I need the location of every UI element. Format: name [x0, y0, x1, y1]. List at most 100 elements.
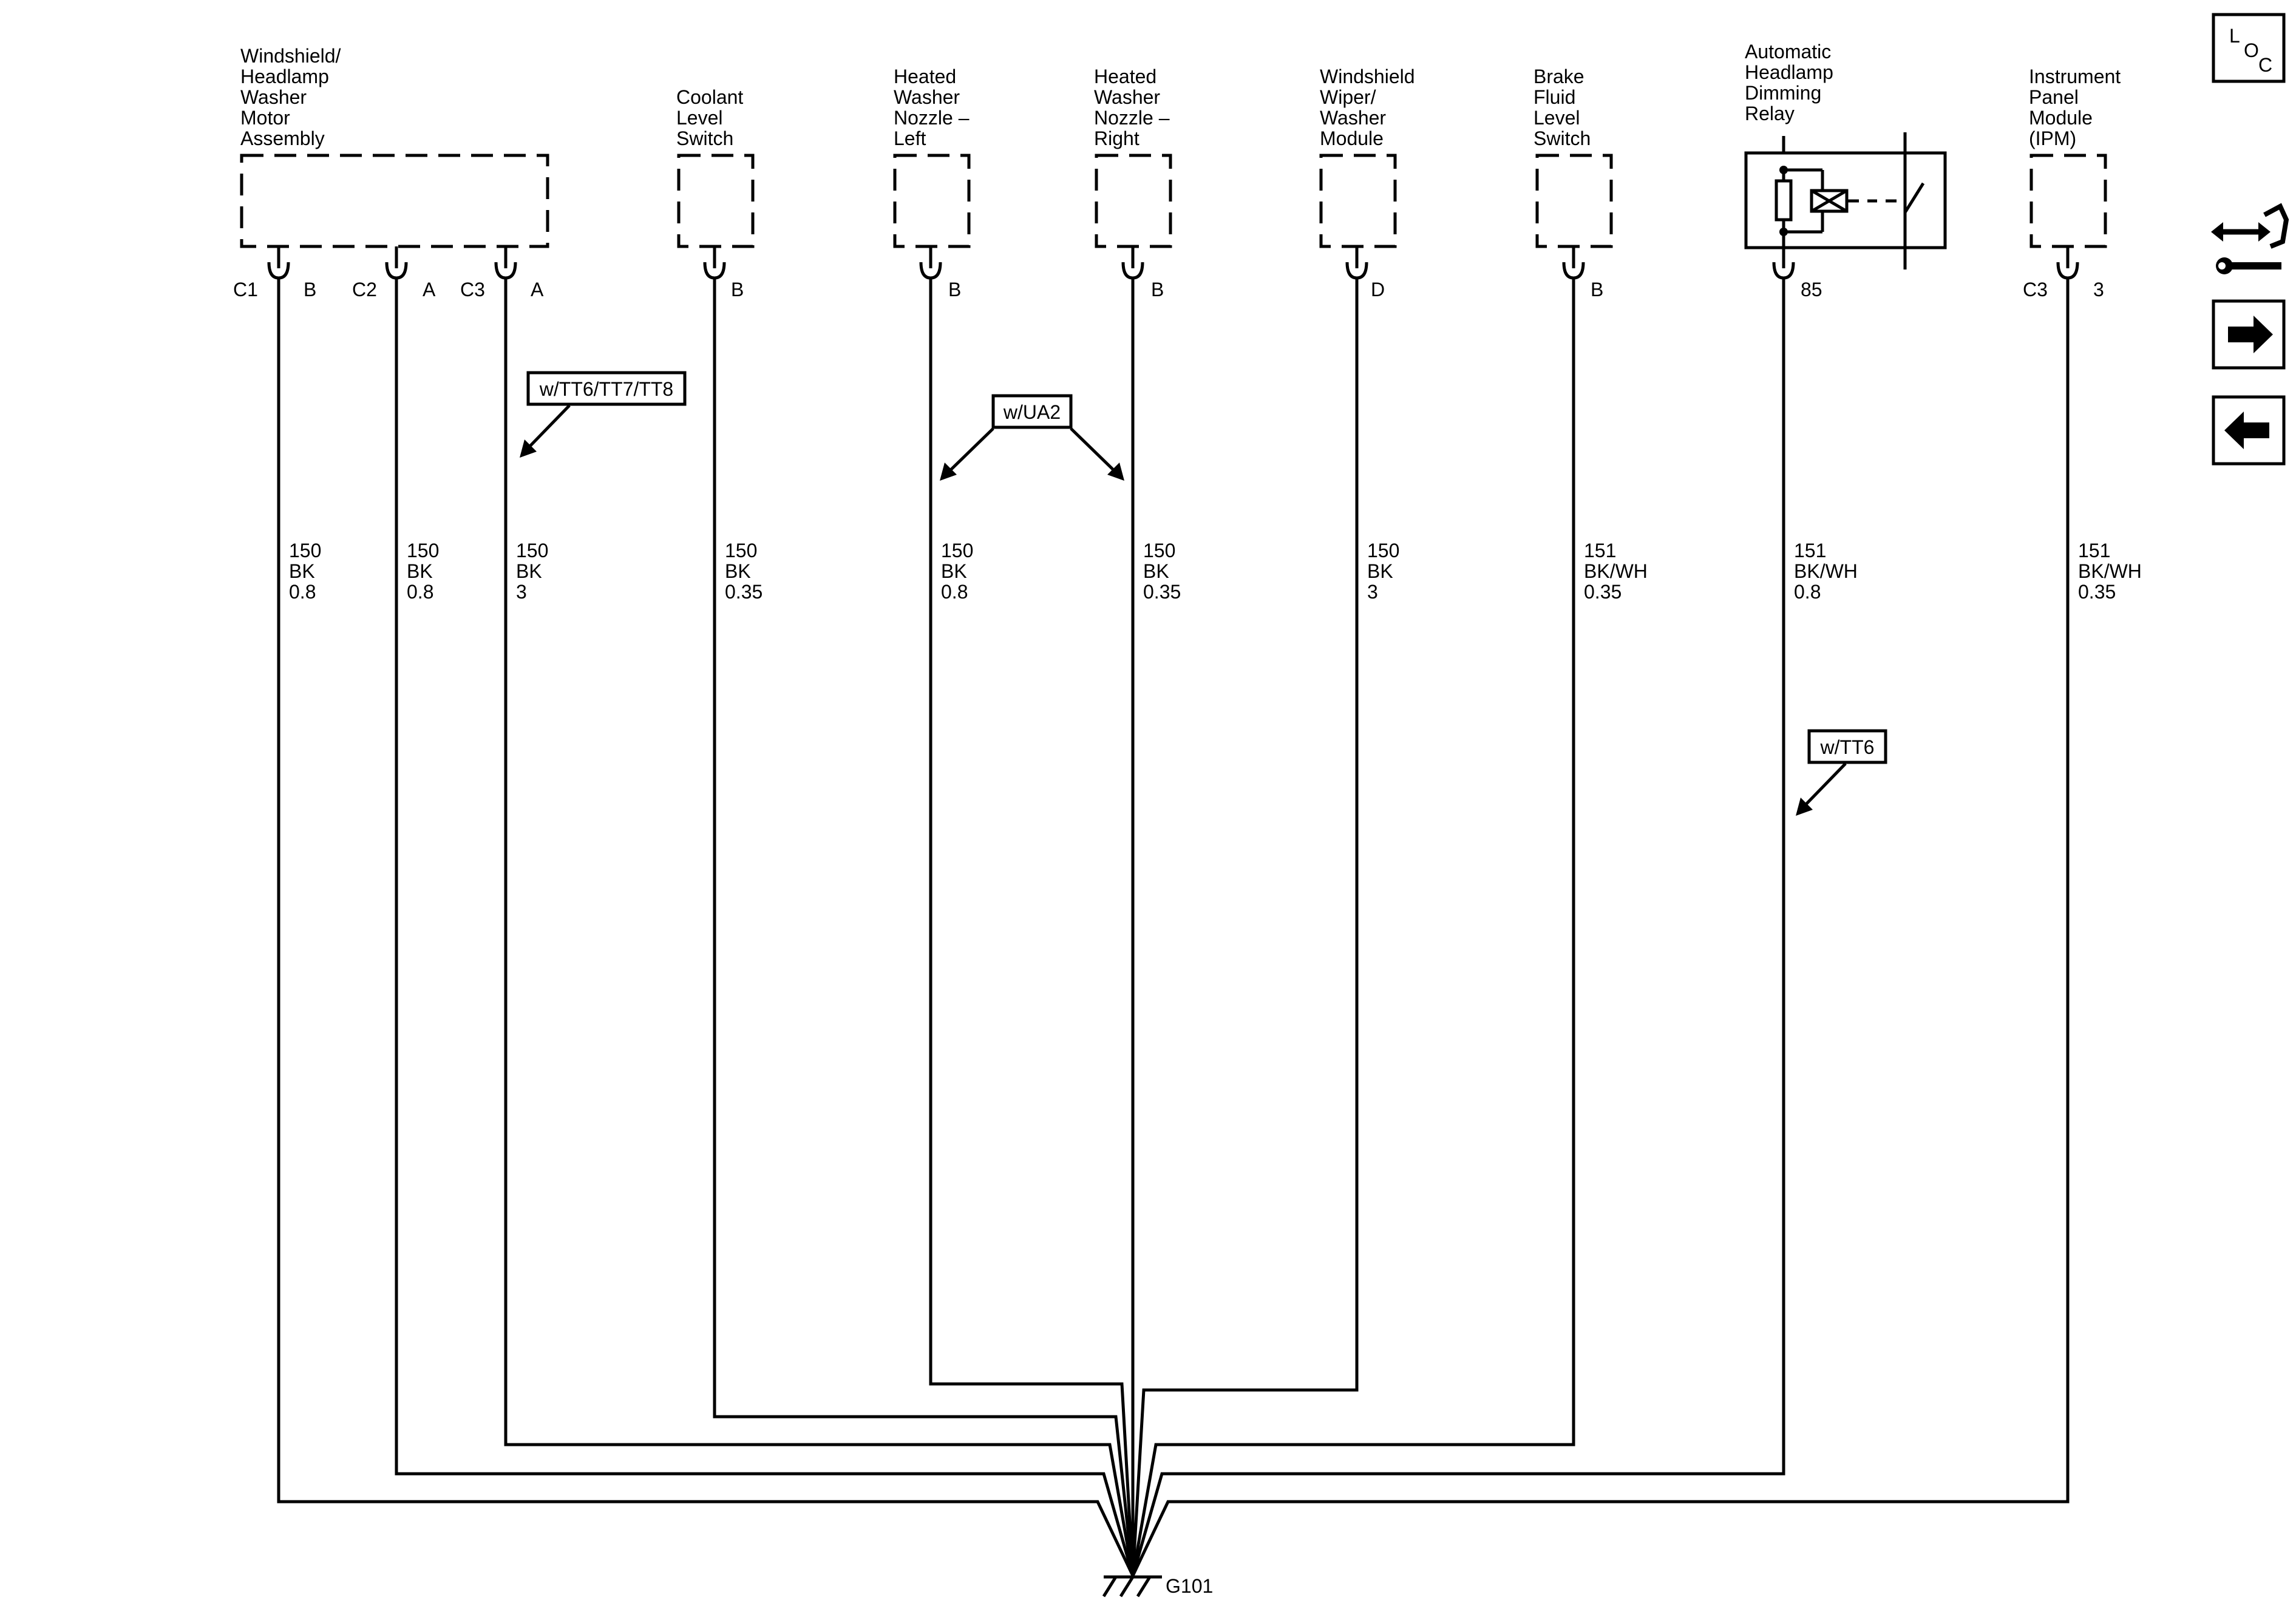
component-label-dimming-relay-line2: Headlamp — [1745, 61, 1833, 83]
component-label-washer-motor-line1: Windshield/ — [240, 45, 341, 67]
arrow-left-button[interactable] — [2212, 395, 2286, 466]
wire-label-10-circuit: 151 — [2078, 540, 2110, 561]
loc-letter-o: O — [2244, 39, 2259, 61]
ground-g101: G101 — [1102, 1575, 1213, 1598]
wire-wiper-module — [1131, 278, 1359, 1576]
component-label-dimming-relay-line1: Automatic — [1745, 41, 1831, 63]
component-label-wiper-module-line3: Washer — [1320, 107, 1386, 129]
wire-coolant — [713, 278, 1135, 1576]
arrow-right-button[interactable] — [2212, 299, 2286, 370]
pin-label-wiper-d: D — [1371, 279, 1385, 300]
option-label-tt6-tt7-tt8: w/TT6/TT7/TT8 — [539, 378, 673, 400]
arrow-left-icon — [2224, 412, 2269, 449]
wire-washer-c1 — [277, 278, 1135, 1577]
component-label-washer-motor-line2: Headlamp — [240, 66, 329, 87]
terminal-ipm-c3-3 — [2056, 246, 2079, 280]
ipm-box — [2029, 154, 2107, 248]
connector-label-c2: C2 — [352, 279, 377, 300]
component-label-washer-motor-line3: Washer — [240, 86, 307, 108]
pin-label-c1-b: B — [304, 279, 316, 300]
wire-label-10-color: BK/WH — [2078, 560, 2142, 582]
connector-label-ipm-c3: C3 — [2023, 279, 2048, 300]
pin-label-relay-85: 85 — [1801, 279, 1822, 300]
pin-labels: C1 B C2 A C3 A B B B D B 85 C3 3 — [233, 279, 2104, 300]
connector-wrench-icon[interactable] — [2211, 203, 2289, 274]
wire-label-7-circuit: 150 — [1367, 540, 1399, 561]
component-label-coolant-switch-line1: Coolant — [676, 86, 743, 108]
component-label-brake-switch-line4: Switch — [1533, 127, 1591, 149]
ground-hatch-icon — [1102, 1576, 1118, 1598]
wire-label-5-circuit: 150 — [941, 540, 973, 561]
terminal-nozzle-left-b — [919, 246, 942, 280]
component-label-nozzle-right-line2: Washer — [1094, 86, 1160, 108]
component-label-nozzle-right-line3: Nozzle – — [1094, 107, 1170, 129]
option-label-tt6: w/TT6 — [1820, 736, 1875, 758]
wire-washer-c2 — [395, 278, 1135, 1576]
connector-label-c1: C1 — [233, 279, 258, 300]
component-label-wiper-module-line4: Module — [1320, 127, 1384, 149]
terminal-coolant-b — [703, 246, 726, 280]
arrowhead-icon — [520, 439, 537, 458]
nozzle-left-box — [893, 154, 971, 248]
component-labels: Windshield/ Headlamp Washer Motor Assemb… — [240, 41, 2121, 149]
ground-label: G101 — [1166, 1575, 1213, 1597]
pin-label-c2-a: A — [423, 279, 436, 300]
relay-resistor-icon — [1775, 179, 1793, 222]
wire-label-6-color: BK — [1143, 560, 1169, 582]
wire-label-10-gauge: 0.35 — [2078, 581, 2116, 603]
component-label-washer-motor-line4: Motor — [240, 107, 290, 129]
component-label-ipm-line3: Module — [2029, 107, 2093, 129]
component-label-wiper-module-line2: Wiper/ — [1320, 86, 1376, 108]
component-label-coolant-switch-line2: Level — [676, 107, 723, 129]
nav-buttons: L O C — [2211, 13, 2289, 466]
wire-label-2-gauge: 0.8 — [407, 581, 433, 603]
dimming-relay-symbol — [1744, 132, 1947, 270]
wire-nozzle-left — [929, 278, 1135, 1576]
component-label-coolant-switch-line3: Switch — [676, 127, 733, 149]
terminal-c2-a — [385, 246, 408, 280]
pin-label-brake-b: B — [1591, 279, 1603, 300]
wires — [277, 278, 2070, 1577]
wire-label-3-gauge: 3 — [516, 581, 527, 603]
loc-letter-l: L — [2229, 25, 2240, 47]
wire-label-8-color: BK/WH — [1584, 560, 1648, 582]
connector-terminals — [267, 246, 2079, 280]
component-label-nozzle-left-line4: Left — [894, 127, 926, 149]
wire-label-2-circuit: 150 — [407, 540, 439, 561]
component-label-wiper-module-line1: Windshield — [1320, 66, 1415, 87]
pin-label-nozzle-left-b: B — [948, 279, 961, 300]
wire-label-6-gauge: 0.35 — [1143, 581, 1181, 603]
brake-switch-box — [1535, 154, 1613, 248]
option-callout-tt6-tt7-tt8: w/TT6/TT7/TT8 — [520, 371, 687, 458]
arrowhead-icon — [1107, 463, 1124, 481]
washer-motor-box — [240, 154, 549, 248]
component-label-dimming-relay-line3: Dimming — [1745, 82, 1821, 104]
component-label-brake-switch-line1: Brake — [1533, 66, 1584, 87]
wire-label-4-color: BK — [725, 560, 751, 582]
component-label-ipm-line4: (IPM) — [2029, 127, 2076, 149]
wire-label-3-color: BK — [516, 560, 542, 582]
wire-labels: 150 BK 0.8 150 BK 0.8 150 BK 3 150 BK 0.… — [289, 540, 2142, 603]
wire-label-7-gauge: 3 — [1367, 581, 1378, 603]
wire-label-9-circuit: 151 — [1794, 540, 1826, 561]
arrow-right-icon — [2228, 316, 2273, 353]
pin-label-ipm-3: 3 — [2093, 279, 2104, 300]
component-label-nozzle-right-line4: Right — [1094, 127, 1140, 149]
wire-dimming-relay — [1131, 278, 1785, 1576]
wire-label-9-gauge: 0.8 — [1794, 581, 1821, 603]
wire-ipm — [1131, 278, 2070, 1577]
terminal-wiper-d — [1345, 246, 1368, 280]
wire-label-9-color: BK/WH — [1794, 560, 1858, 582]
wire-label-5-color: BK — [941, 560, 967, 582]
component-label-brake-switch-line3: Level — [1533, 107, 1580, 129]
wire-washer-c3 — [504, 278, 1135, 1576]
wire-brake-switch — [1131, 278, 1575, 1576]
terminal-brake-b — [1562, 246, 1585, 280]
component-label-ipm-line2: Panel — [2029, 86, 2079, 108]
wire-label-6-circuit: 150 — [1143, 540, 1175, 561]
loc-button[interactable]: L O C — [2212, 13, 2286, 83]
nozzle-right-box — [1095, 154, 1172, 248]
wire-label-7-color: BK — [1367, 560, 1393, 582]
wire-label-1-gauge: 0.8 — [289, 581, 316, 603]
pin-label-coolant-b: B — [731, 279, 744, 300]
